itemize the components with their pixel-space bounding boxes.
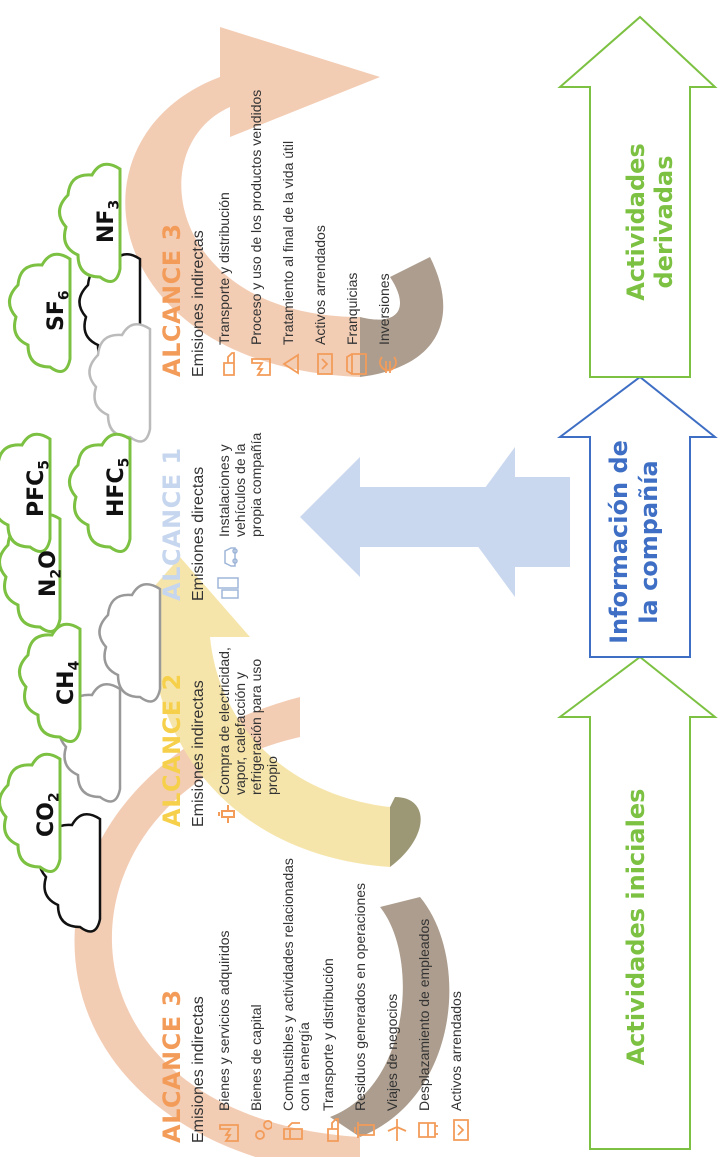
- plane-icon: [387, 1119, 407, 1141]
- scope3-upstream-item: Bienes y servicios adquiridos: [216, 843, 240, 1143]
- waste-icon: [354, 1122, 375, 1138]
- scope2-arc-arrow: [110, 557, 421, 867]
- gas-label-ch4: CH4: [54, 660, 83, 705]
- scope1-title: ALCANCE 1: [158, 447, 186, 601]
- factory-icon: [251, 358, 271, 376]
- scope3-downstream-item: Transporte y distribución: [216, 77, 240, 377]
- company-band-label: Información de la compañía: [605, 440, 663, 644]
- scope3-upstream-item: Desplazamiento de empleados: [416, 843, 440, 1143]
- gas-label-n2o: N2O: [36, 550, 65, 597]
- scope3-downstream-item: Inversiones: [376, 77, 400, 377]
- fuel-icon: [283, 1122, 303, 1140]
- recycle-icon: [282, 353, 299, 375]
- scope3-downstream-item: Tratamiento al final de la vida útil: [280, 77, 304, 377]
- gas-label-pfc: PFC5: [24, 459, 53, 517]
- scope2-item-label: Compra de electricidad, vapor, calefacci…: [216, 647, 280, 795]
- scope3-upstream-list: Bienes y servicios adquiridos Bienes de c…: [216, 843, 480, 1143]
- scope3-downstream-arc-arrow: [125, 27, 444, 377]
- scope3-upstream-item-label: Bienes y servicios adquiridos: [216, 930, 232, 1111]
- gas-clouds: [0, 162, 132, 873]
- scope2-title: ALCANCE 2: [158, 673, 186, 827]
- scope1-subtitle: Emisiones directas: [190, 466, 207, 601]
- upstream-band-label: Actividades iniciales: [622, 788, 650, 1066]
- scope3-downstream-item-label: Transporte y distribución: [216, 192, 232, 345]
- car-icon: [224, 547, 238, 567]
- scope3-downstream-item-label: Activos arrendados: [312, 225, 328, 345]
- scope3-downstream-subtitle: Emisiones indirectas: [190, 230, 207, 377]
- scope2-item: Compra de electricidad, vapor, calefacci…: [216, 627, 280, 827]
- scope3-downstream-list: Transporte y distribución Proceso y uso d…: [216, 77, 408, 377]
- scope3-downstream-item: Activos arrendados: [312, 77, 336, 377]
- buildings-icon: [217, 577, 239, 599]
- scope3-downstream-title: ALCANCE 3: [158, 223, 186, 377]
- scope1-item: Instalaciones y vehículos de la propia c…: [216, 401, 264, 601]
- scope3-upstream-item: Bienes de capital: [248, 843, 272, 1143]
- scope3-upstream-item-label: Combustibles y actividades relacionadas …: [280, 858, 312, 1111]
- leased-asset-icon: [453, 1119, 469, 1141]
- leased-asset-icon: [317, 353, 333, 375]
- scope3-upstream-item: Residuos generados en operaciones: [352, 843, 376, 1143]
- upstream-band-arrow: [557, 655, 718, 1150]
- scope3-upstream-item-label: Desplazamiento de empleados: [416, 918, 432, 1111]
- scope3-upstream-item-label: Bienes de capital: [248, 1004, 264, 1111]
- scope3-upstream-item: Transporte y distribución: [320, 843, 344, 1143]
- downstream-band-label: Actividades derivadas: [622, 143, 678, 301]
- scope1-arrow: [300, 447, 570, 597]
- factory-icon: [219, 1124, 239, 1142]
- store-icon: [346, 353, 367, 375]
- scope3-upstream-arc-arrow: [74, 697, 450, 1157]
- scope3-downstream-item: Franquicias: [344, 77, 368, 377]
- truck-icon: [327, 1118, 339, 1142]
- plug-icon: [218, 805, 235, 823]
- scope3-upstream-subtitle: Emisiones indirectas: [190, 996, 207, 1143]
- scope3-upstream-item: Activos arrendados: [448, 843, 472, 1143]
- scope3-upstream-item: Combustibles y actividades relacionadas …: [280, 843, 312, 1143]
- scope3-upstream-title: ALCANCE 3: [158, 989, 186, 1143]
- gas-label-hfc: HFC5: [104, 457, 133, 517]
- scope3-downstream-item: Proceso y uso de los productos vendidos: [248, 77, 272, 377]
- scope3-downstream-item-label: Proceso y uso de los productos vendidos: [248, 89, 264, 345]
- scope3-upstream-item-label: Residuos generados en operaciones: [352, 882, 368, 1111]
- truck-icon: [223, 352, 235, 376]
- scope3-downstream-item-label: Inversiones: [376, 273, 392, 345]
- scope1-item-label: Instalaciones y vehículos de la propia c…: [216, 432, 264, 537]
- scope2-subtitle: Emisiones indirectas: [190, 680, 207, 827]
- scope3-downstream-item-label: Franquicias: [344, 272, 360, 345]
- gears-icon: [255, 1120, 272, 1140]
- scope3-upstream-item-label: Transporte y distribución: [320, 958, 336, 1111]
- gas-label-nf3: NF3: [94, 199, 123, 243]
- commute-icon: [418, 1122, 438, 1138]
- euro-icon: [379, 356, 397, 373]
- scope3-upstream-item-label: Activos arrendados: [448, 991, 464, 1111]
- gas-label-co2: CO2: [34, 792, 63, 837]
- scope3-upstream-item-label: Viajes de negocios: [384, 993, 400, 1111]
- scope3-downstream-item-label: Tratamiento al final de la vida útil: [280, 140, 296, 345]
- scope3-upstream-item: Viajes de negocios: [384, 843, 408, 1143]
- company-band-arrow: [557, 375, 718, 658]
- downstream-band-arrow: [557, 15, 718, 378]
- gas-label-sf6: SF6: [44, 290, 73, 331]
